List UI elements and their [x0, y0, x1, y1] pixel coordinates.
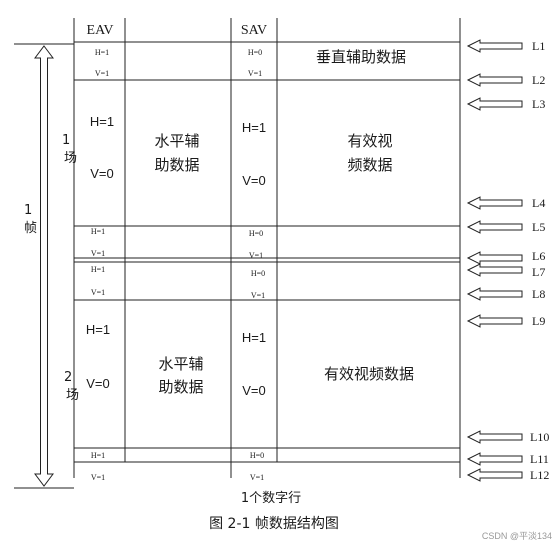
- field-1-active-video-line1: 有效视: [347, 132, 392, 150]
- line-marker: L3: [466, 97, 545, 111]
- field-2-sav-h: H=1: [242, 330, 266, 345]
- line-marker: L5: [466, 220, 545, 234]
- field-2-eav-h: H=1: [86, 322, 110, 337]
- vertical-aux-label: 垂直辅助数据: [316, 48, 406, 66]
- left-arrow-icon: [466, 220, 523, 234]
- eav-h-value: H=1: [91, 265, 105, 274]
- line-markers: L1 L2 L3 L4 L5 L6 L7 L8: [466, 39, 549, 482]
- digital-line-label: 1个数字行: [241, 491, 301, 506]
- eav-header: EAV: [87, 23, 114, 38]
- sav-h-value: H=0: [251, 269, 265, 278]
- sav-h-value: H=0: [249, 229, 263, 238]
- field-1-eav-v: V=0: [90, 166, 114, 181]
- eav-v-value: V=1: [91, 473, 105, 482]
- sav-h-value: H=0: [248, 48, 262, 57]
- line-marker: L12: [466, 468, 549, 482]
- sav-header: SAV: [241, 23, 267, 38]
- left-arrow-icon: [466, 97, 523, 111]
- line-label: L8: [532, 287, 545, 301]
- field-1-active-video-line2: 频数据: [347, 156, 392, 174]
- field-1-horiz-aux-line1: 水平辅: [154, 132, 199, 150]
- sync-row-2: H=1 V=1 H=0 V=1: [91, 227, 263, 260]
- figure-caption: 图 2-1 帧数据结构图: [209, 516, 339, 532]
- line-marker: L7: [466, 263, 545, 279]
- line-label: L3: [532, 97, 545, 111]
- field-2-char: 场: [66, 388, 79, 403]
- eav-v-value: V=1: [95, 69, 109, 78]
- sav-h-value: H=0: [250, 451, 264, 460]
- eav-v-value: V=1: [91, 249, 105, 258]
- left-arrow-icon: [466, 251, 523, 265]
- field-1-number: 1: [62, 133, 70, 148]
- line-marker: L1: [466, 39, 545, 53]
- field-1-sav-v: V=0: [242, 173, 266, 188]
- line-marker: L4: [466, 196, 545, 210]
- left-arrow-icon: [466, 73, 523, 87]
- field-2-sav-v: V=0: [242, 383, 266, 398]
- sav-v-value: V=1: [248, 69, 262, 78]
- left-arrow-icon: [466, 314, 523, 328]
- sav-v-value: V=1: [251, 291, 265, 300]
- line-marker: L10: [466, 430, 549, 444]
- line-label: L10: [530, 430, 549, 444]
- field-1-horiz-aux-line2: 助数据: [154, 156, 199, 174]
- field-2: 2 场 H=1 V=0 H=1 V=0 水平辅 助数据 有效视频数据: [64, 322, 414, 403]
- line-label: L2: [532, 73, 545, 87]
- field-1-sav-h: H=1: [242, 120, 266, 135]
- sav-v-value: V=1: [249, 251, 263, 260]
- field-1-eav-h: H=1: [90, 114, 114, 129]
- line-marker: L8: [466, 287, 545, 301]
- left-arrow-icon: [466, 196, 523, 210]
- field-2-eav-v: V=0: [86, 376, 110, 391]
- left-arrow-icon: [466, 468, 523, 482]
- eav-h-value: H=1: [91, 451, 105, 460]
- left-arrow-icon: [466, 430, 523, 444]
- line-label: L6: [532, 249, 545, 263]
- sync-row-3: H=1 V=1 H=0 V=1: [91, 265, 265, 300]
- frame-bracket: [14, 43, 74, 489]
- line-marker: L6: [466, 249, 545, 265]
- line-label: L4: [532, 196, 545, 210]
- line-label: L12: [530, 468, 549, 482]
- left-arrow-icon: [466, 452, 523, 466]
- sav-v-value: V=1: [250, 473, 264, 482]
- frame-char: 帧: [24, 221, 37, 236]
- line-label: L9: [532, 314, 545, 328]
- watermark: CSDN @平淡134: [482, 531, 552, 541]
- field-1: 1 场 H=1 V=0 H=1 V=0 水平辅 助数据 有效视 频数据: [62, 114, 393, 188]
- left-arrow-icon: [466, 39, 523, 53]
- frame-double-arrow-icon: [34, 45, 54, 487]
- field-1-char: 场: [64, 151, 77, 166]
- line-marker: L9: [466, 314, 545, 328]
- frame-number: 1: [24, 203, 32, 218]
- field-2-horiz-aux-line1: 水平辅: [158, 355, 203, 373]
- line-label: L1: [532, 39, 545, 53]
- left-arrow-icon: [466, 287, 523, 301]
- eav-h-value: H=1: [95, 48, 109, 57]
- line-marker: L2: [466, 73, 545, 87]
- line-label: L5: [532, 220, 545, 234]
- sync-row-1: H=1 V=1 H=0 V=1: [95, 48, 262, 78]
- field-2-number: 2: [64, 370, 72, 385]
- sync-row-4: H=1 V=1 H=0 V=1: [91, 451, 264, 482]
- line-label: L11: [530, 452, 549, 466]
- line-marker: L11: [466, 452, 549, 466]
- line-label: L7: [532, 265, 545, 279]
- table-grid: [73, 18, 461, 478]
- field-2-active-video: 有效视频数据: [324, 365, 414, 383]
- eav-h-value: H=1: [91, 227, 105, 236]
- eav-v-value: V=1: [91, 288, 105, 297]
- left-arrow-icon: [466, 263, 523, 277]
- field-2-horiz-aux-line2: 助数据: [158, 378, 203, 396]
